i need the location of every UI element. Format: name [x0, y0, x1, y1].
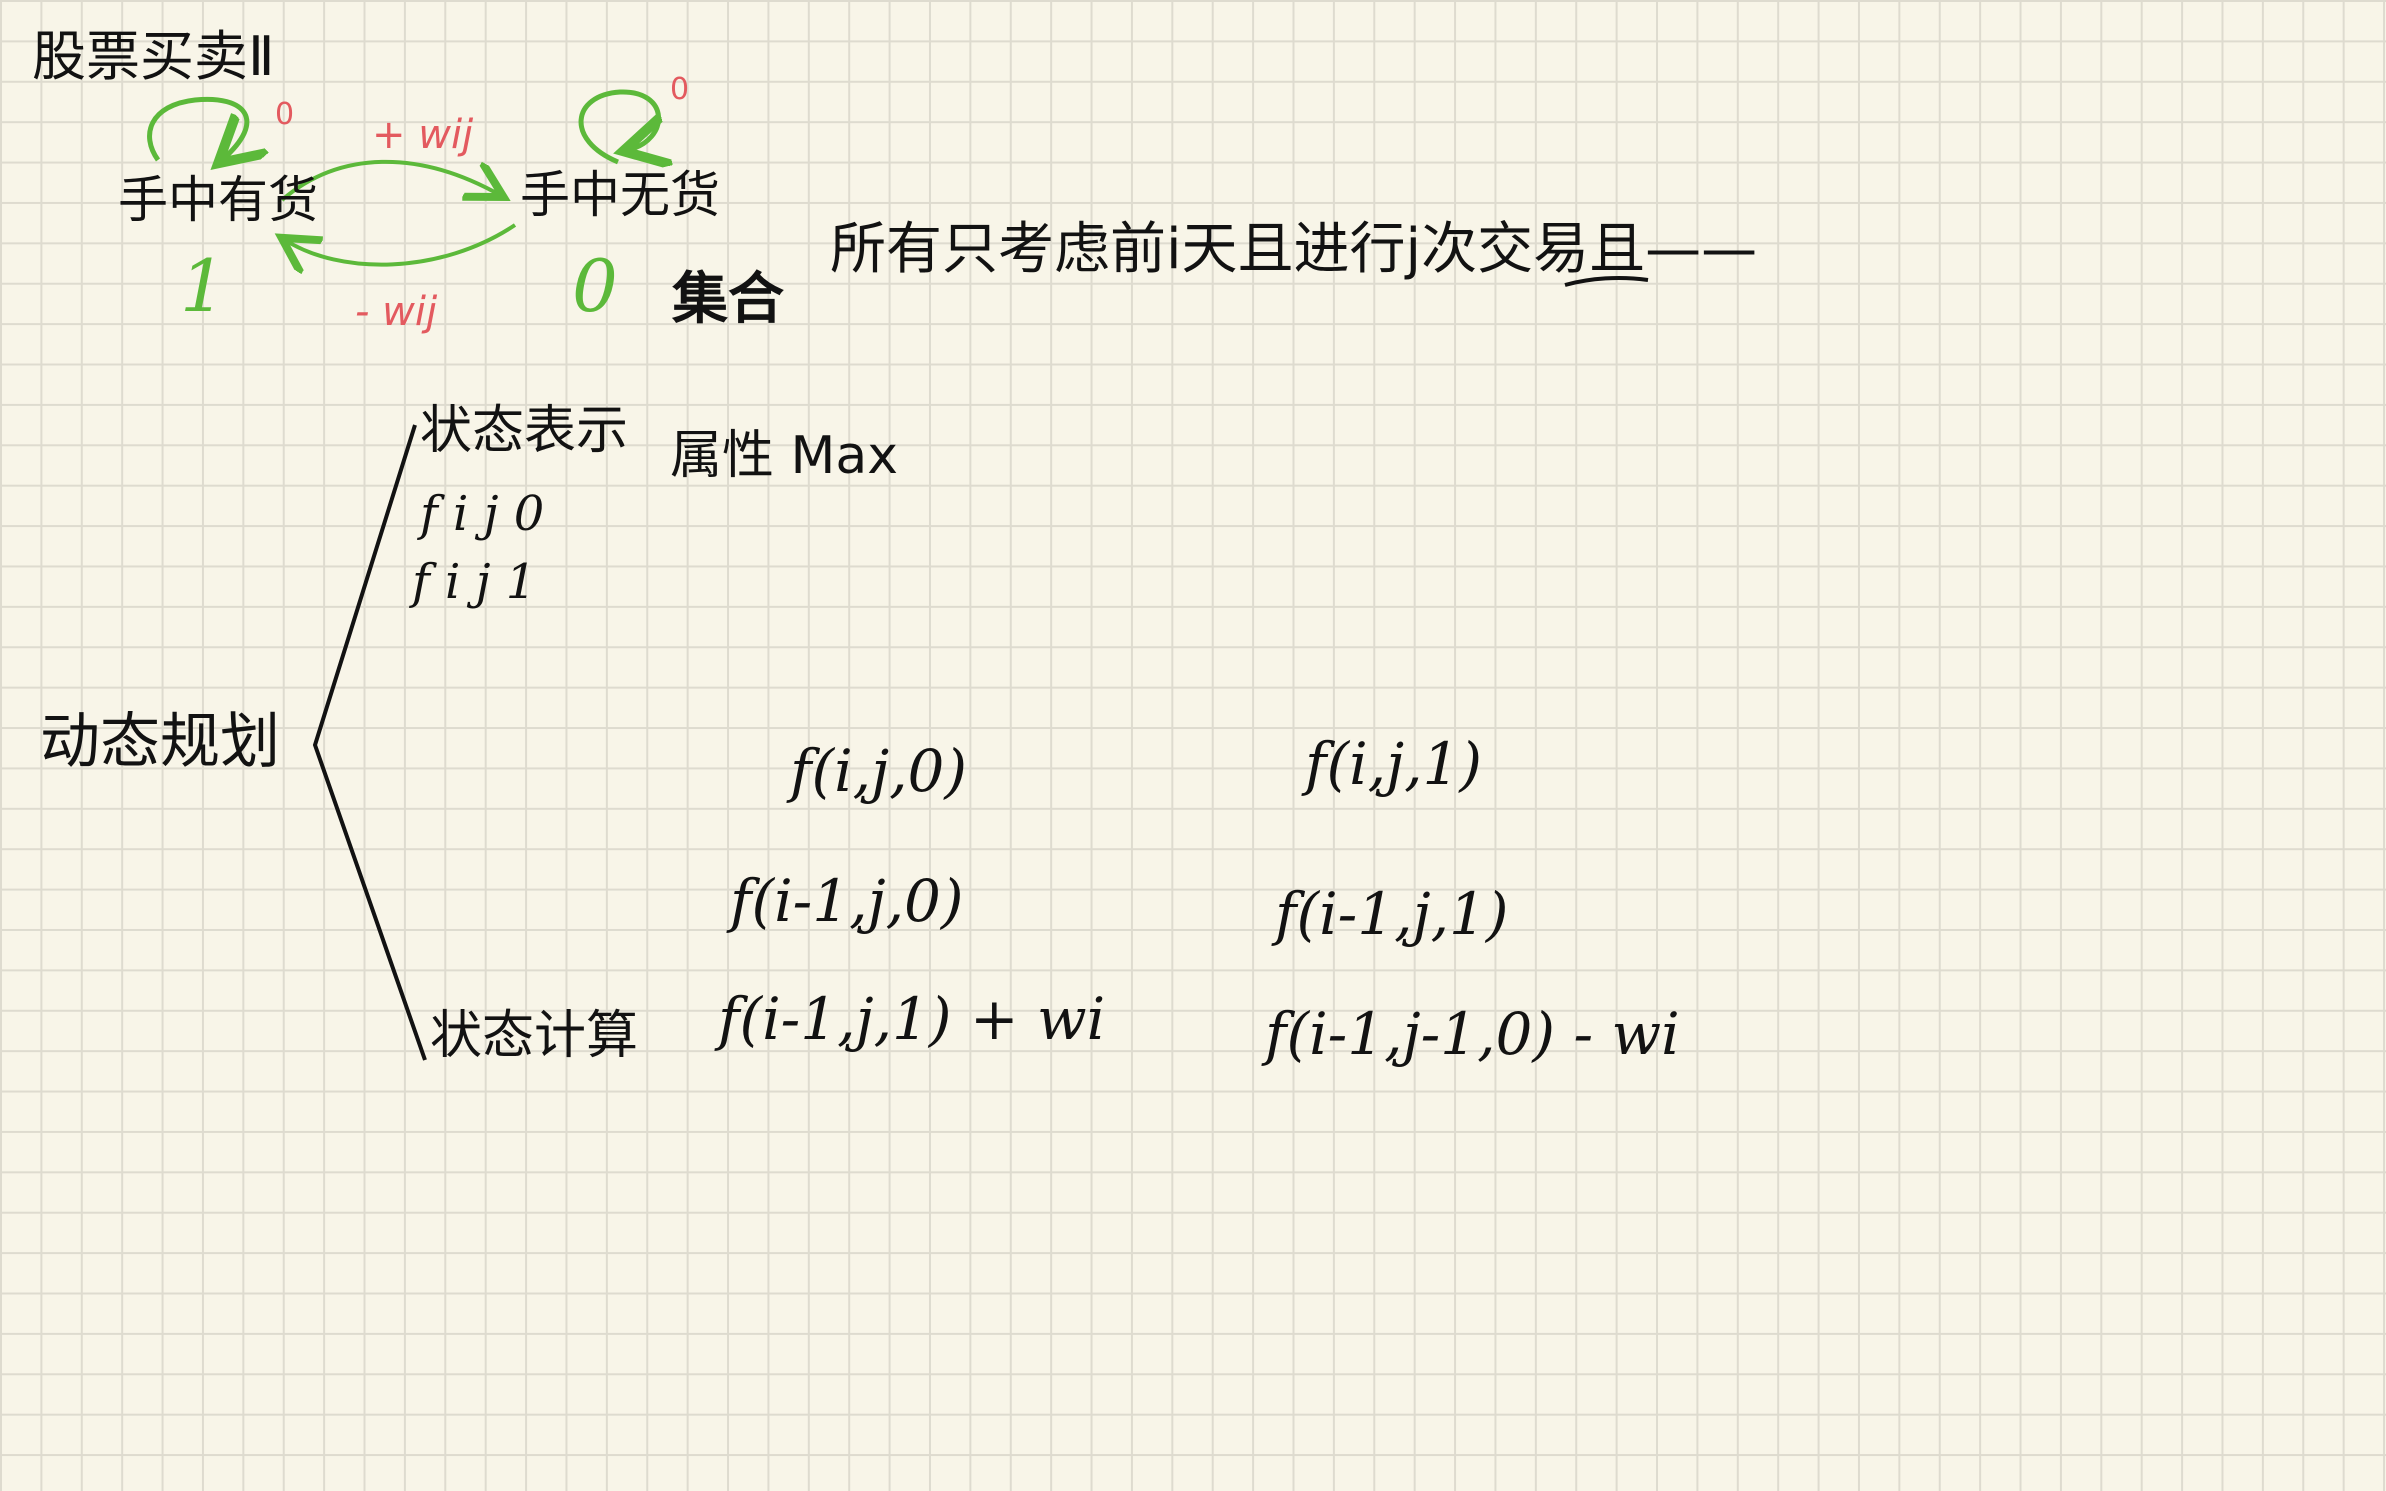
- state-item-1: f i j 1: [412, 554, 537, 610]
- f-ij1-case2: f(i-1,j-1,0) - wi: [1265, 1000, 1680, 1068]
- set-description: 所有只考虑前i天且进行j次交易且——: [830, 217, 1758, 282]
- attribute-label: 属性 Max: [670, 426, 899, 486]
- self-loop-holding-arrow: [147, 96, 247, 160]
- buy-cost-label: - wij: [355, 289, 438, 335]
- set-label: 集合: [672, 267, 784, 332]
- f-ij1-case1: f(i-1,j,1): [1275, 880, 1509, 948]
- sell-transition-arrow: [280, 159, 500, 202]
- dp-title: 动态规划: [40, 707, 280, 777]
- holding-loop-label: 0: [275, 97, 295, 132]
- holding-state-value: 1: [180, 244, 226, 328]
- state-item-0: f i j 0: [420, 486, 545, 542]
- sell-profit-label: + wij: [372, 112, 474, 158]
- state-holding-label: 手中有货: [118, 171, 318, 229]
- self-loop-empty-arrow: [578, 89, 659, 162]
- page-title: 股票买卖Ⅱ: [32, 25, 275, 88]
- state-empty-label: 手中无货: [520, 166, 720, 224]
- description-underline: [1564, 275, 1649, 287]
- f-ij1-header: f(i,j,1): [1305, 730, 1483, 798]
- f-ij0-header: f(i,j,0): [790, 737, 968, 805]
- empty-loop-label: 0: [670, 72, 690, 107]
- dp-bracket: [312, 424, 427, 1061]
- buy-transition-arrow: [285, 223, 517, 265]
- state-representation-label: 状态表示: [420, 401, 629, 461]
- empty-state-value: 0: [572, 244, 618, 328]
- f-ij0-case1: f(i-1,j,0): [730, 867, 964, 935]
- f-ij0-case2: f(i-1,j,1) + wi: [718, 985, 1106, 1053]
- state-computation-label: 状态计算: [430, 1006, 639, 1066]
